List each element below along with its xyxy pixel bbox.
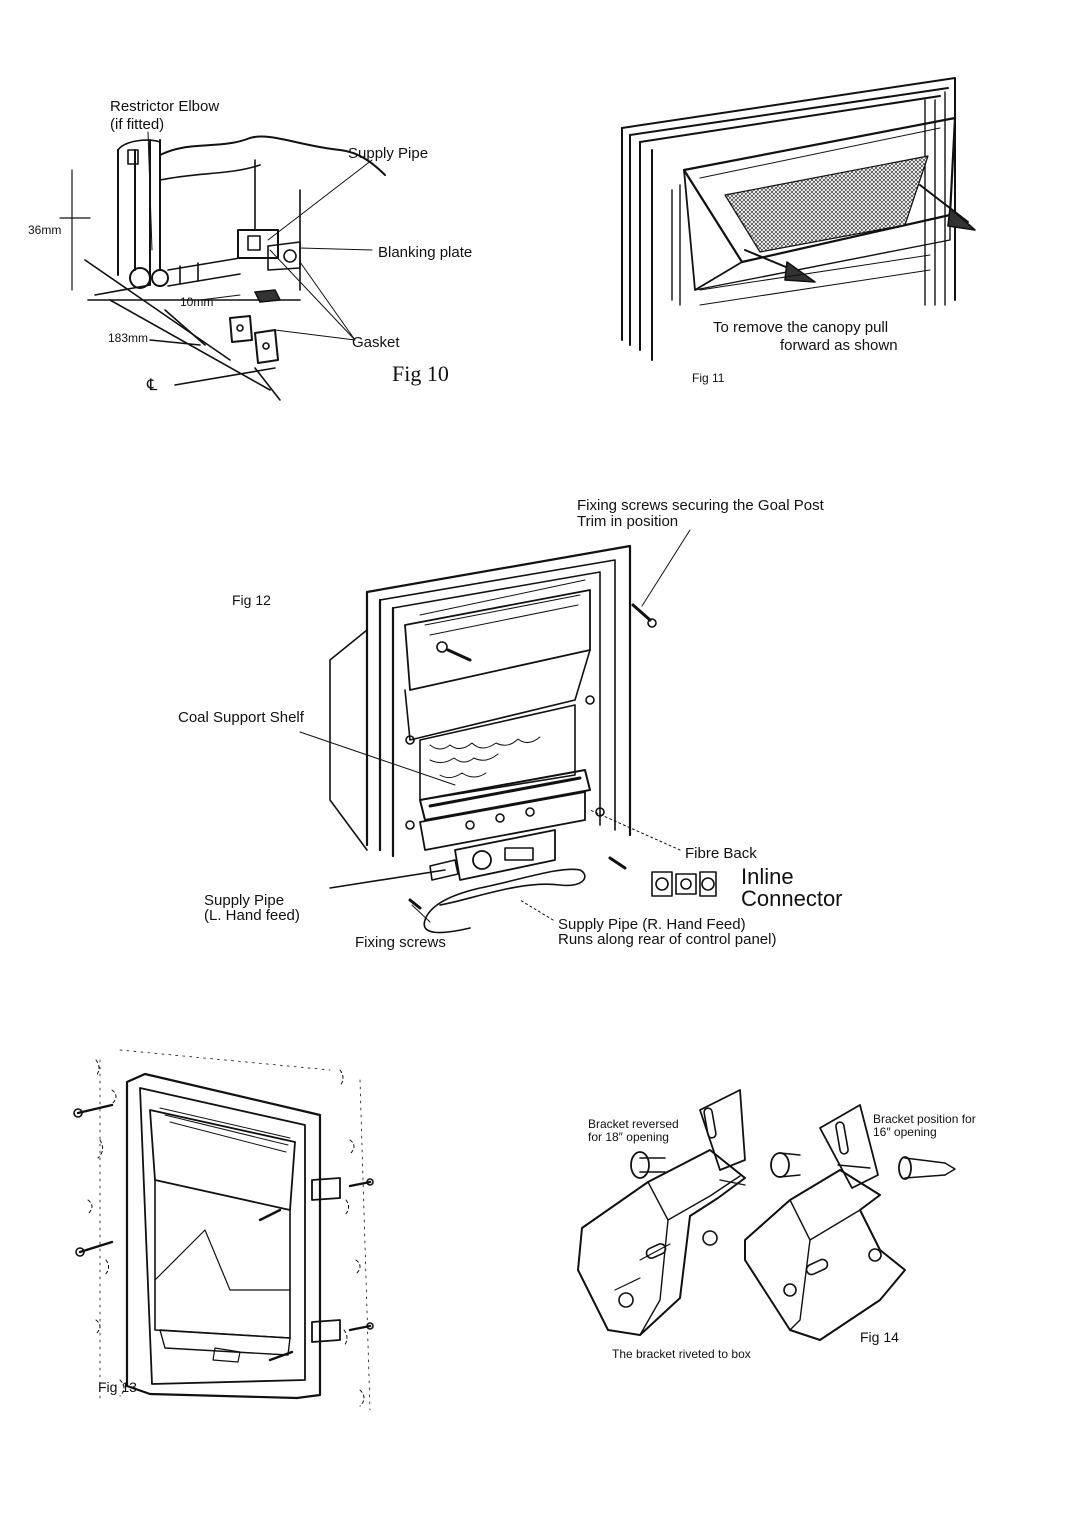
coal-support-shelf-label: Coal Support Shelf	[178, 709, 304, 726]
dimension-36mm: 36mm	[28, 223, 62, 237]
fibre-back-label: Fibre Back	[685, 845, 757, 862]
inline-connector-label-line2: Connector	[741, 886, 843, 911]
fig13-drawing	[73, 1049, 374, 1411]
gasket-label: Gasket	[352, 334, 400, 351]
centreline-symbol: ℄	[147, 377, 158, 394]
supply-pipe-right-label-line1: Supply Pipe (R. Hand Feed)	[558, 916, 746, 933]
fig11-caption: Fig 11	[692, 371, 725, 385]
dimension-10mm: 10mm	[180, 295, 214, 309]
bracket-position-label-line2: 16″ opening	[873, 1125, 937, 1139]
inline-connector-label-line1: Inline	[741, 864, 794, 889]
bracket-reversed-label-line2: for 18″ opening	[588, 1130, 669, 1144]
fig11-drawing	[621, 77, 976, 361]
bracket-position-label-line1: Bracket position for	[873, 1112, 976, 1126]
goal-post-screws-label-line1: Fixing screws securing the Goal Post	[577, 497, 824, 514]
fig10-caption: Fig 10	[392, 361, 449, 386]
fig12-caption: Fig 12	[232, 592, 271, 608]
supply-pipe-label: Supply Pipe	[348, 145, 429, 162]
canopy-removal-note-line1: To remove the canopy pull	[713, 319, 889, 336]
blanking-plate-label: Blanking plate	[378, 244, 473, 261]
bracket-riveted-label: The bracket riveted to box	[612, 1347, 751, 1361]
fig14-drawing	[577, 1089, 956, 1341]
fig14-caption: Fig 14	[860, 1329, 899, 1345]
fig10-drawing	[59, 131, 386, 401]
dimension-183mm: 183mm	[108, 331, 149, 345]
fig13-caption: Fig 13	[98, 1379, 137, 1395]
supply-pipe-left-label-line2: (L. Hand feed)	[204, 907, 300, 924]
restrictor-elbow-note: (if fitted)	[110, 116, 165, 133]
restrictor-elbow-label: Restrictor Elbow	[110, 98, 220, 115]
bracket-reversed-label-line1: Bracket reversed	[588, 1117, 679, 1131]
supply-pipe-right-label-line2: Runs along rear of control panel)	[558, 931, 777, 948]
fig12-drawing	[299, 529, 717, 934]
fixing-screws-label: Fixing screws	[355, 934, 446, 951]
goal-post-screws-label-line2: Trim in position	[577, 513, 679, 530]
supply-pipe-left-label-line1: Supply Pipe	[204, 892, 285, 909]
canopy-removal-note-line2: forward as shown	[780, 337, 898, 354]
